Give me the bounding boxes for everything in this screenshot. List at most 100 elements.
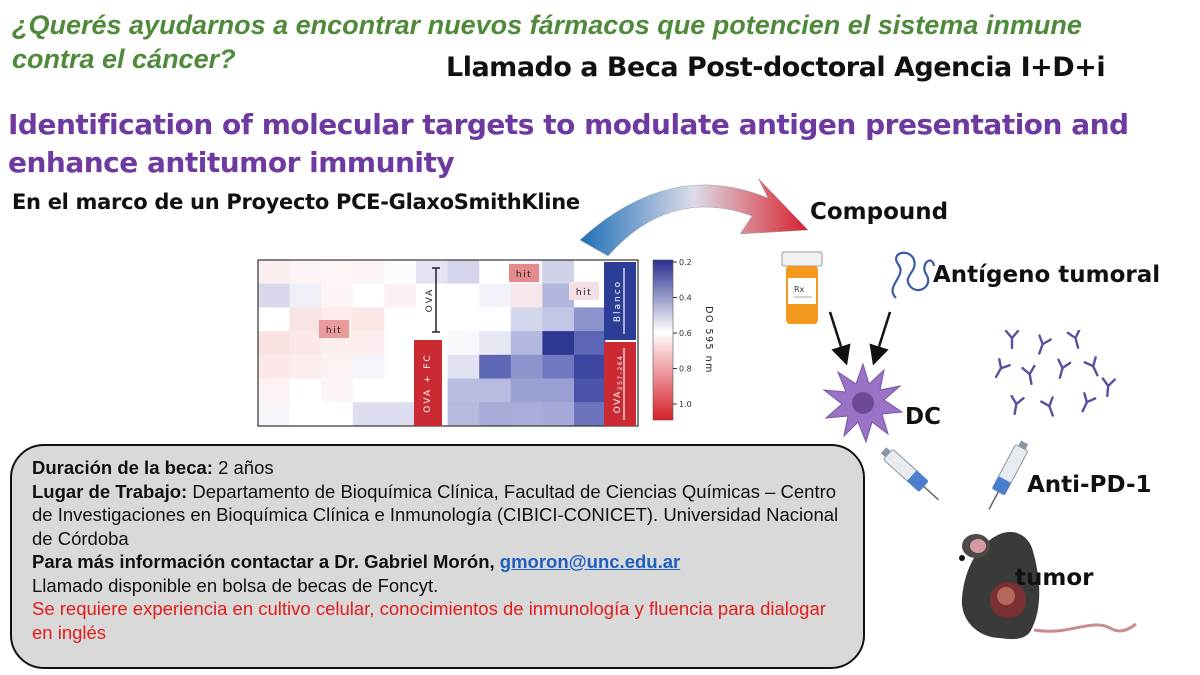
heatmap-cell — [258, 354, 291, 379]
hit-label-2: hit — [576, 288, 592, 298]
heatmap-cell — [321, 354, 354, 379]
fellowship-call-title: Llamado a Beca Post-doctoral Agencia I+D… — [446, 52, 1106, 83]
antibody-glyph — [1101, 377, 1116, 398]
antibody-glyph — [1004, 330, 1020, 350]
fellowship-info-box: Duración de la beca: 2 años Lugar de Tra… — [10, 444, 865, 669]
heatmap-cell — [384, 307, 417, 332]
antibody-glyph — [994, 358, 1011, 379]
dc-label: DC — [905, 404, 941, 430]
antibody-glyph — [1057, 358, 1072, 379]
project-framework: En el marco de un Proyecto PCE-GlaxoSmit… — [12, 190, 580, 214]
antigen-label: Antígeno tumoral — [933, 262, 1161, 288]
heatmap-cell — [289, 283, 322, 308]
heatmap-cell — [510, 307, 543, 332]
place-line: Lugar de Trabajo: Departamento de Bioquí… — [32, 480, 843, 551]
heatmap-cell — [479, 354, 512, 379]
heatmap-cell — [258, 331, 291, 356]
duration-line: Duración de la beca: 2 años — [32, 456, 843, 480]
heatmap-cell — [352, 378, 385, 403]
flow-arrow-icon — [579, 177, 809, 257]
antibody-glyph — [1081, 392, 1097, 413]
heatmap-cell — [447, 260, 480, 285]
colorbar-tick-label: 0.8 — [679, 365, 692, 374]
heatmap-cell — [384, 260, 417, 285]
ova-fc-band — [414, 340, 442, 426]
heatmap-cell — [479, 307, 512, 332]
heatmap-cell — [289, 331, 322, 356]
label-ova: OVA — [425, 288, 435, 313]
heatmap-cell — [574, 378, 607, 403]
foncyt-line: Llamado disponible en bolsa de becas de … — [32, 574, 439, 596]
duration-label: Duración de la beca: — [32, 457, 213, 478]
heatmap-cell — [384, 283, 417, 308]
heatmap-cell — [352, 283, 385, 308]
heatmap-cell — [510, 331, 543, 356]
heatmap-cell — [416, 260, 449, 285]
heatmap-cell — [542, 378, 575, 403]
requirements-line: Se requiere experiencia en cultivo celul… — [32, 598, 826, 643]
heatmap-cell — [321, 260, 354, 285]
dendritic-cell-icon — [822, 362, 904, 444]
heatmap-cell — [416, 307, 449, 332]
heatmap-cell — [479, 260, 512, 285]
heatmap-cell — [574, 402, 607, 427]
label-ova-fc: OVA + FC — [423, 353, 433, 412]
heatmap-cell — [479, 378, 512, 403]
heatmap-cell — [542, 260, 575, 285]
heatmap-cell — [447, 331, 480, 356]
heatmap-cell — [416, 283, 449, 308]
project-title: Identification of molecular targets to m… — [8, 108, 1129, 179]
label-blanco: Blanco — [613, 280, 623, 322]
hit-label-1: hit — [516, 270, 532, 280]
heatmap-cell — [258, 307, 291, 332]
place-value: Departamento de Bioquímica Clínica, Facu… — [32, 480, 839, 549]
contact-email-link[interactable]: gmoron@unc.edu.ar — [499, 551, 681, 572]
heatmap-cell — [574, 260, 607, 285]
heatmap-cell — [289, 354, 322, 379]
colorbar — [652, 259, 674, 421]
heatmap-cell — [542, 331, 575, 356]
heatmap-cell — [352, 331, 385, 356]
tumor-antigen-icon — [891, 251, 936, 299]
heatmap-cell — [479, 402, 512, 427]
heatmap-cell — [289, 307, 322, 332]
heatmap-cell — [384, 331, 417, 356]
mouse-with-tumor-icon — [959, 532, 1137, 640]
heatmap-cell — [289, 402, 322, 427]
syringe-left-icon — [880, 447, 939, 501]
heatmap-cell — [384, 402, 417, 427]
heatmap-cell — [289, 260, 322, 285]
colorbar-tick-label: 0.6 — [679, 329, 692, 338]
ova-peptide-band — [604, 342, 636, 426]
label-ova-peptide: OVA257-264 — [613, 355, 624, 414]
tumor-label: tumor — [1015, 565, 1094, 591]
colorbar-tick-label: 1.0 — [679, 400, 692, 409]
antibody-glyph — [1038, 334, 1052, 355]
heatmap-cell — [479, 331, 512, 356]
anti-pd1-label: Anti-PD-1 — [1027, 472, 1152, 498]
converge-arrows-icon — [828, 311, 892, 366]
antibody-glyph — [1066, 330, 1081, 349]
heatmap-cell — [574, 354, 607, 379]
colorbar-tick-label: 0.4 — [679, 294, 692, 303]
compound-label: Compound — [810, 199, 949, 225]
colorbar-ticks: 0.20.40.60.81.0 — [673, 258, 692, 409]
heatmap-cell — [258, 378, 291, 403]
heatmap-cell — [510, 283, 543, 308]
hit-label-3: hit — [326, 326, 342, 336]
heatmap-cell — [321, 283, 354, 308]
heatmap-cell — [447, 354, 480, 379]
heatmap-cell — [510, 354, 543, 379]
heatmap-cell — [574, 331, 607, 356]
pill-bottle-icon: Rx — [781, 251, 823, 324]
heatmap-frame — [257, 259, 639, 427]
heatmap-cell — [479, 283, 512, 308]
antibody-glyph — [1021, 364, 1036, 386]
heatmap-cell — [542, 354, 575, 379]
antibody-glyph — [1010, 394, 1025, 416]
blanco-band — [604, 262, 636, 340]
heatmap-cell — [352, 354, 385, 379]
heatmap-cell — [352, 307, 385, 332]
heatmap-cell — [510, 378, 543, 403]
question-headline: ¿Querés ayudarnos a encontrar nuevos fár… — [12, 10, 1082, 74]
